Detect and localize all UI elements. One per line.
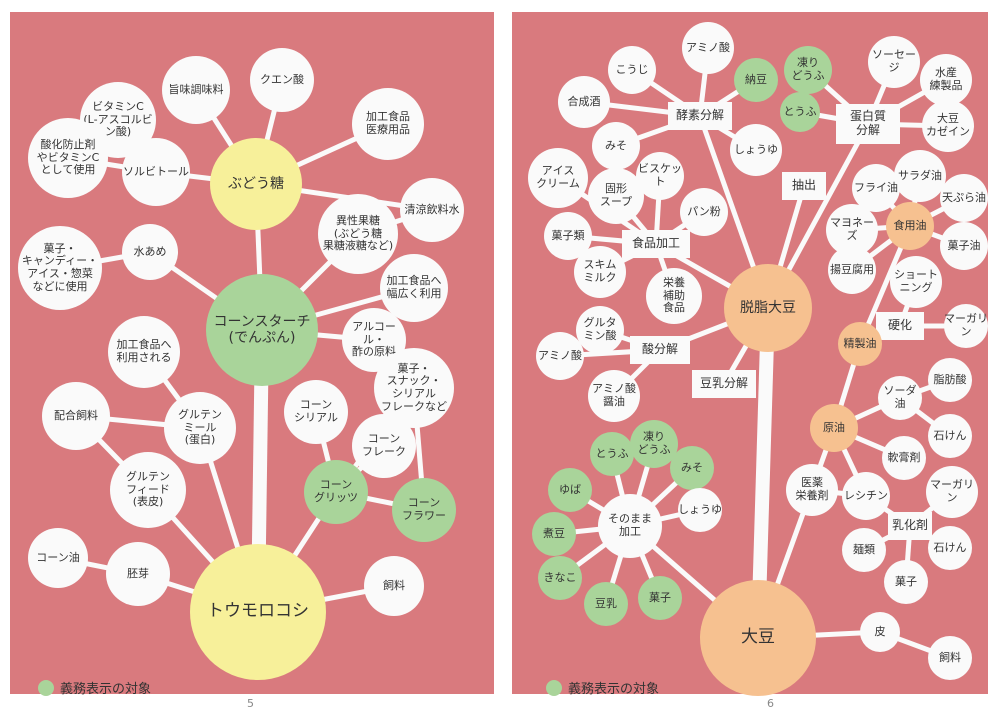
node-koritofu: 凍り どうふ bbox=[784, 46, 832, 94]
node-kashi2: 菓子 bbox=[884, 560, 928, 604]
node-iyaku: 医薬 栄養剤 bbox=[786, 464, 838, 516]
node-amino1: アミノ酸 bbox=[682, 22, 734, 74]
node-ageto: 揚豆腐用 bbox=[828, 246, 876, 294]
node-daizu-kasein: 大豆 カゼイン bbox=[922, 100, 974, 152]
node-shokuyo: 食用油 bbox=[886, 202, 934, 250]
node-shoyu2: しょうゆ bbox=[678, 488, 722, 532]
legend-left: 義務表示の対象 bbox=[38, 678, 151, 697]
node-miso1: みそ bbox=[592, 122, 640, 170]
node-kuensan: クエン酸 bbox=[250, 48, 314, 112]
legend-label: 義務表示の対象 bbox=[568, 682, 660, 697]
node-flour: コーン フラワー bbox=[392, 478, 456, 542]
node-suisan: 水産 練製品 bbox=[920, 54, 972, 106]
node-chushutsu: 抽出 bbox=[782, 172, 826, 200]
node-salad: サラダ油 bbox=[894, 150, 946, 202]
node-tofu2: とうふ bbox=[590, 432, 634, 476]
node-tonyu: 豆乳 bbox=[584, 582, 628, 626]
node-tofu1: とうふ bbox=[780, 92, 820, 132]
legend-right: 義務表示の対象 bbox=[546, 678, 659, 697]
node-glutamin: グルタ ミン酸 bbox=[576, 306, 624, 354]
node-margarine1: マーガリン bbox=[944, 304, 988, 348]
node-koka: 硬化 bbox=[876, 312, 924, 340]
page-number-left: 5 bbox=[247, 697, 254, 710]
node-fry: フライ油 bbox=[852, 164, 900, 212]
node-haiga: 胚芽 bbox=[106, 542, 170, 606]
node-shiryo2: 飼料 bbox=[928, 636, 972, 680]
node-flake: コーン フレーク bbox=[352, 414, 416, 478]
node-yuba: ゆば bbox=[548, 468, 592, 512]
node-skim: スキム ミルク bbox=[574, 246, 626, 298]
node-shokuhin-kakou: 食品加工 bbox=[622, 230, 690, 258]
node-kashi: 菓子・ キャンディー・ アイス・惣菜 などに使用 bbox=[18, 226, 102, 310]
node-panko: パン粉 bbox=[680, 188, 728, 236]
node-kawa: 皮 bbox=[860, 612, 900, 652]
node-gluten-feed: グルテン フィード (表皮) bbox=[110, 452, 186, 528]
node-koso: 酵素分解 bbox=[668, 102, 732, 130]
node-sanbunkai: 酸分解 bbox=[630, 336, 690, 364]
node-shoyu1: しょうゆ bbox=[730, 124, 782, 176]
node-haigo: 配合飼料 bbox=[42, 382, 110, 450]
node-kokei: 固形 スープ bbox=[588, 168, 644, 224]
node-tempura: 天ぷら油 bbox=[940, 174, 988, 222]
node-tanpaku: 蛋白質 分解 bbox=[836, 104, 900, 144]
node-natto: 納豆 bbox=[734, 58, 778, 102]
node-umami: 旨味調味料 bbox=[162, 56, 230, 124]
node-iseikato: 異性果糖 (ぶどう糖 果糖液糖など) bbox=[318, 194, 398, 274]
node-shibosan: 脂肪酸 bbox=[928, 358, 972, 402]
node-kashi3: 菓子 bbox=[638, 576, 682, 620]
node-nyuka: 乳化剤 bbox=[888, 512, 932, 540]
node-kashiyu: 菓子油 bbox=[940, 222, 988, 270]
node-kakou-hiroku: 加工食品へ 幅広く利用 bbox=[380, 254, 448, 322]
node-tonyu-bunkai: 豆乳分解 bbox=[692, 370, 756, 398]
node-gluten-meal: グルテン ミール (蛋白) bbox=[164, 392, 236, 464]
node-margarine2: マーガリン bbox=[926, 466, 978, 518]
node-lecithin: レシチン bbox=[842, 472, 890, 520]
node-dassi: 脱脂大豆 bbox=[724, 264, 812, 352]
node-seiryo: 清涼飲料水 bbox=[400, 178, 464, 242]
node-nankou: 軟膏剤 bbox=[882, 436, 926, 480]
node-genyu: 原油 bbox=[810, 404, 858, 452]
node-starch: コーンスターチ (でんぷん) bbox=[206, 274, 318, 386]
node-seisei: 精製油 bbox=[838, 322, 882, 366]
node-biscuit: ビスケット bbox=[636, 152, 684, 200]
node-corn: トウモロコシ bbox=[190, 544, 326, 680]
node-shiryo: 飼料 bbox=[364, 556, 424, 616]
node-amino-shoyu: アミノ酸 醤油 bbox=[588, 370, 640, 422]
node-sonomama: そのまま 加工 bbox=[598, 494, 662, 558]
node-kouji: こうじ bbox=[608, 46, 656, 94]
node-sekken2: 石けん bbox=[928, 526, 972, 570]
node-ice: アイス クリーム bbox=[528, 148, 588, 208]
node-cornoil: コーン油 bbox=[28, 528, 88, 588]
node-shortening: ショート ニング bbox=[890, 256, 942, 308]
node-grits: コーン グリッツ bbox=[304, 460, 368, 524]
node-budoto: ぶどう糖 bbox=[210, 138, 302, 230]
node-menrui: 麺類 bbox=[842, 528, 886, 572]
legend-label: 義務表示の対象 bbox=[60, 682, 152, 697]
node-sausage: ソーセージ bbox=[868, 36, 920, 88]
node-sorbitol: ソルビトール bbox=[122, 138, 190, 206]
node-daizu: 大豆 bbox=[700, 580, 816, 696]
node-eiyo: 栄養 補助 食品 bbox=[646, 268, 702, 324]
node-amino2: アミノ酸 bbox=[536, 332, 584, 380]
mandatory-marker-icon bbox=[546, 679, 562, 696]
node-koritofu2: 凍り どうふ bbox=[630, 420, 678, 468]
mandatory-marker-icon bbox=[38, 679, 54, 696]
node-mizuame: 水あめ bbox=[122, 224, 178, 280]
node-soda: ソーダ 油 bbox=[878, 376, 922, 420]
node-sekken1: 石けん bbox=[928, 414, 972, 458]
node-kinako: きなこ bbox=[538, 556, 582, 600]
node-nimame: 煮豆 bbox=[532, 512, 576, 556]
node-goseishu: 合成酒 bbox=[558, 76, 610, 128]
node-sanka: 酸化防止剤 やビタミンC として使用 bbox=[28, 118, 108, 198]
node-miso2: みそ bbox=[670, 446, 714, 490]
page-number-right: 6 bbox=[767, 697, 774, 710]
node-kakou-iryo: 加工食品 医療用品 bbox=[352, 88, 424, 160]
node-kakou-riyou: 加工食品へ 利用される bbox=[108, 316, 180, 388]
node-cereal: コーン シリアル bbox=[284, 380, 348, 444]
node-snack: 菓子・ スナック・ シリアル フレークなど bbox=[374, 348, 454, 428]
